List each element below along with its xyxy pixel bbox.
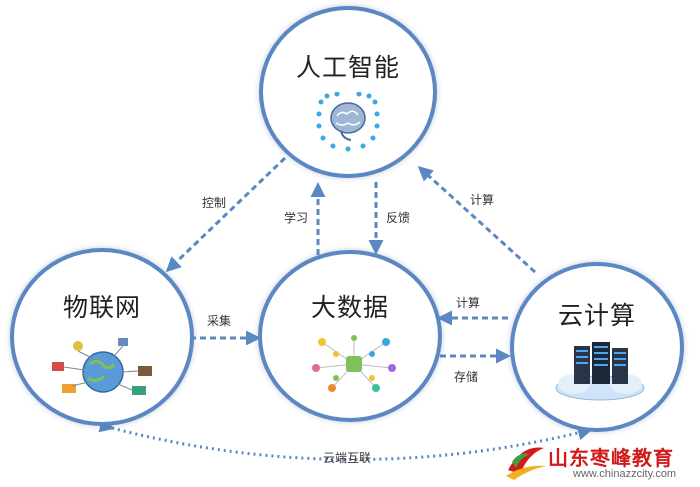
- node-cloud-title: 云计算: [557, 301, 636, 330]
- edge-label-control: 控制: [202, 196, 227, 210]
- node-iot: 物联网: [10, 248, 194, 426]
- node-iot-title: 物联网: [62, 293, 141, 322]
- brand-name: 山东枣峰教育: [548, 446, 674, 470]
- brain-icon: [316, 92, 380, 152]
- node-bigdata-title: 大数据: [310, 293, 389, 322]
- arrow-ai-to-iot: [165, 156, 287, 273]
- edge-label-store: 存储: [454, 370, 479, 384]
- node-ai: 人工智能: [259, 6, 437, 178]
- edge-label-cloud-link: 云端互联: [323, 451, 372, 465]
- node-ai-title: 人工智能: [295, 53, 400, 82]
- arrow-cloud-iot-link: [98, 417, 593, 461]
- edge-label-compute-ai: 计算: [470, 193, 495, 207]
- edge-label-compute-bd: 计算: [456, 296, 481, 310]
- brand-url: www.chinazzcity.com: [573, 468, 677, 480]
- edge-label-feedback: 反馈: [386, 211, 411, 225]
- data-network-icon: [312, 335, 396, 392]
- edge-label-learn: 学习: [284, 211, 309, 225]
- node-bigdata: 大数据: [258, 250, 442, 422]
- server-cloud-icon: [555, 342, 645, 401]
- node-cloud: 云计算: [510, 262, 684, 432]
- brand-logo-icon: [506, 447, 546, 480]
- globe-devices-icon: [52, 338, 152, 395]
- arrow-cloud-to-ai: [417, 165, 537, 274]
- edge-label-collect: 采集: [207, 314, 232, 328]
